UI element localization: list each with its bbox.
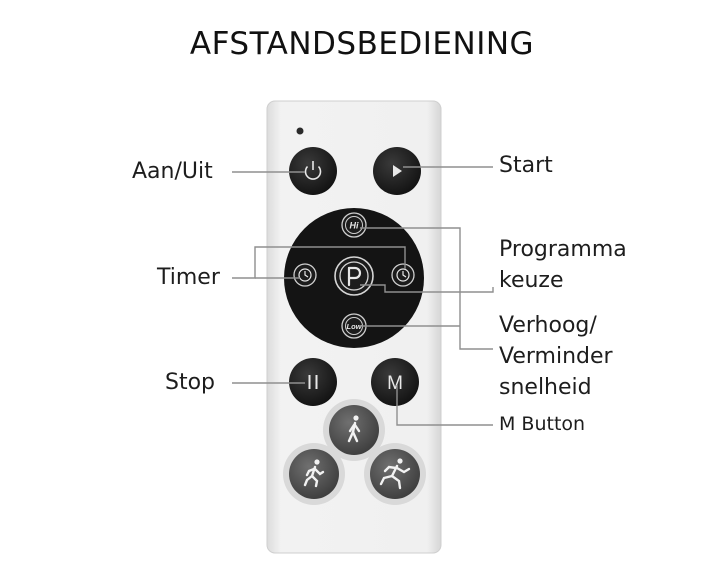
leader-lines [232,166,494,426]
timer-right-button[interactable] [391,263,415,287]
pause-icon [308,375,318,389]
label-program-line2: keuze [499,268,564,293]
label-m-button: M Button [499,413,586,435]
m-button[interactable]: M [371,358,419,406]
leader-speed [360,227,493,350]
label-speed-line3: snelheid [499,375,592,400]
play-icon [393,165,402,177]
leader-program [360,284,494,293]
label-speed-line1: Verhoog/ [499,313,597,338]
led-indicator [296,127,304,135]
program-button[interactable] [334,256,374,296]
label-speed: Verhoog/ Verminder snelheid [499,310,613,403]
leader-timer [232,246,406,279]
label-speed-line2: Verminder [499,344,613,369]
power-icon [304,161,322,180]
running-icon [379,458,411,490]
timer-icon [298,268,312,282]
m-button-label: M [387,373,403,394]
page-title: AFSTANDSBEDIENING [189,26,535,62]
speed-down-button[interactable]: Low [341,313,367,339]
hi-label: Hi [350,221,359,231]
leader-m [396,385,493,426]
program-p-icon [347,266,362,287]
jogging-icon [303,459,325,488]
label-program: Programma keuze [499,234,627,296]
speed-up-button[interactable]: Hi [341,212,367,238]
timer-icon [396,268,410,282]
power-button[interactable] [289,147,337,195]
label-timer: Timer [157,265,220,290]
label-program-line1: Programma [499,237,627,262]
stop-button[interactable] [289,358,337,406]
label-power: Aan/Uit [132,159,213,184]
label-stop: Stop [165,370,216,395]
label-start: Start [499,153,553,178]
walking-button[interactable] [329,405,379,455]
walking-icon [347,415,361,443]
running-button[interactable] [370,449,420,499]
start-button[interactable] [373,147,421,195]
jogging-button[interactable] [289,449,339,499]
timer-left-button[interactable] [293,263,317,287]
low-label: Low [347,322,363,331]
